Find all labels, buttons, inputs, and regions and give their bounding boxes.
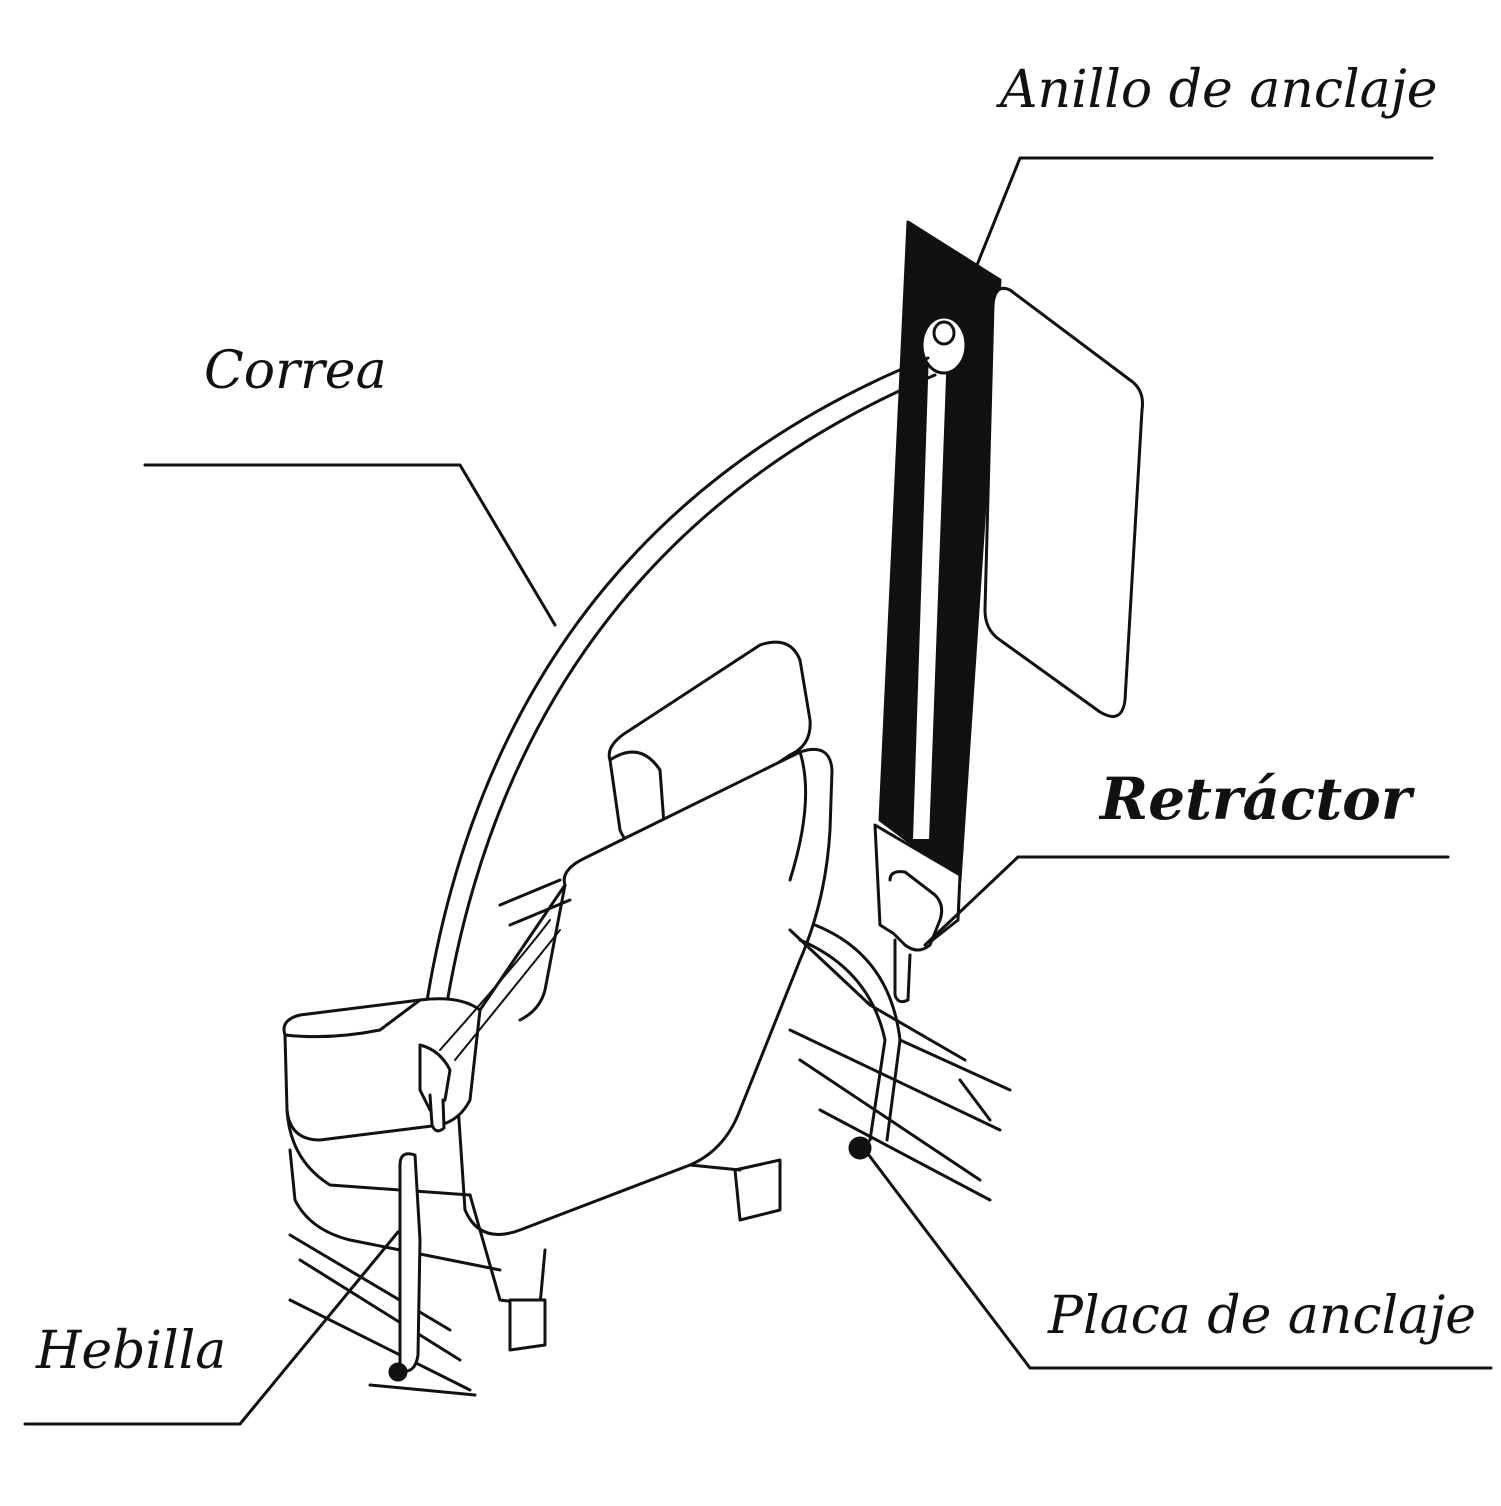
seat-foot-rear — [733, 1158, 782, 1222]
shoulder-belt-outer — [418, 356, 930, 1052]
label-anillo-de-anclaje: Anillo de anclaje — [1000, 60, 1438, 120]
label-placa-de-anclaje: Placa de anclaje — [1048, 1286, 1477, 1346]
callout-retractor — [923, 855, 1450, 947]
label-retractor: Retráctor — [1100, 765, 1412, 833]
seat-foot-front — [508, 1298, 547, 1352]
callout-anillo — [973, 156, 1434, 272]
label-hebilla: Hebilla — [36, 1321, 227, 1381]
shoulder-belt-inner — [438, 373, 937, 1052]
lap-belt — [798, 938, 887, 1142]
callout-hebilla — [23, 1230, 400, 1426]
buckle-stalk — [398, 1152, 422, 1373]
side-window — [983, 286, 1144, 718]
label-correa: Correa — [204, 341, 387, 401]
callout-placa — [863, 1148, 1493, 1370]
callout-correa — [143, 463, 557, 627]
floor-anchor-plate — [848, 1136, 872, 1160]
